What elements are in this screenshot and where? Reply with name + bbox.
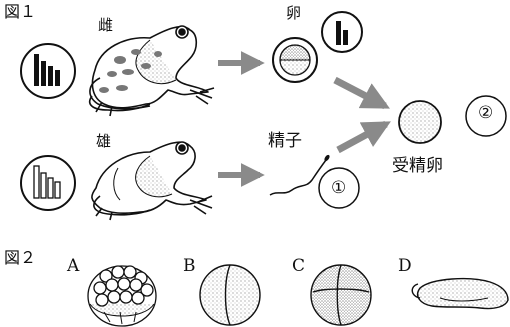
sperm-cell bbox=[270, 154, 331, 195]
fertilized-egg bbox=[399, 101, 441, 143]
egg-chromosome-circle bbox=[322, 12, 362, 52]
blank-circle-2 bbox=[466, 96, 506, 136]
egg-cell bbox=[273, 38, 317, 82]
male-frog bbox=[92, 142, 212, 220]
arrow-egg-to-fertilized bbox=[335, 80, 385, 106]
female-chromosome-circle bbox=[21, 44, 75, 98]
female-frog bbox=[90, 26, 214, 116]
male-chromosome-circle bbox=[21, 156, 75, 210]
stage-b-embryo bbox=[200, 265, 260, 325]
stage-d-embryo bbox=[412, 279, 508, 309]
stage-a-embryo bbox=[88, 266, 156, 326]
stage-c-embryo bbox=[311, 265, 371, 325]
blank-circle-1 bbox=[319, 168, 359, 208]
arrow-sperm-to-fertilized bbox=[338, 124, 386, 150]
